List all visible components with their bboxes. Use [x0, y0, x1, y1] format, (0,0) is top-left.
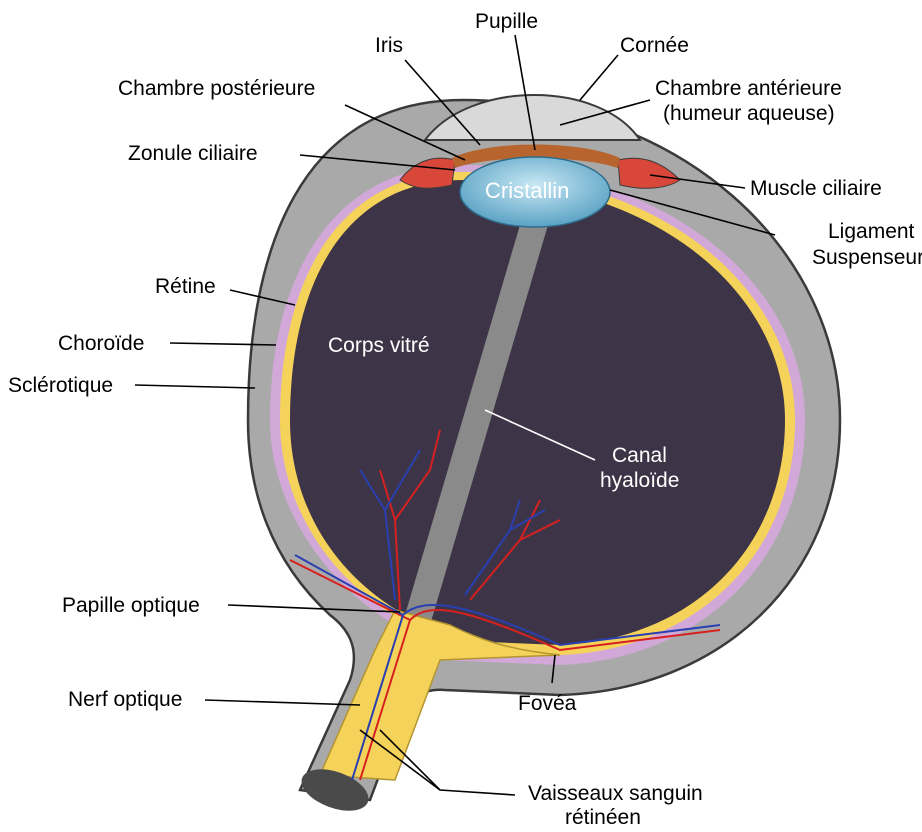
label-retine: Rétine [155, 275, 216, 298]
label-iris: Iris [375, 34, 403, 57]
label-corps-vitre: Corps vitré [328, 334, 430, 357]
label-chambre-anterieure-1: Chambre antérieure [655, 77, 842, 100]
label-ligament-1: Ligament [828, 220, 915, 243]
label-zonule-ciliaire: Zonule ciliaire [128, 142, 258, 165]
label-vaisseaux-1: Vaisseaux sanguin [528, 782, 703, 805]
label-cornee: Cornée [620, 34, 689, 57]
label-chambre-anterieure-2: (humeur aqueuse) [663, 102, 835, 125]
label-fovea: Fovéa [518, 692, 577, 715]
leader-cornee [580, 55, 618, 100]
label-canal-1: Canal [612, 444, 667, 467]
label-pupille: Pupille [475, 10, 538, 33]
label-cristallin: Cristallin [485, 178, 569, 203]
leader-sclerotique [135, 385, 255, 388]
label-canal-2: hyaloïde [600, 469, 679, 492]
label-chambre-posterieure: Chambre postérieure [118, 77, 315, 100]
label-choroide: Choroïde [58, 332, 144, 355]
label-ligament-2: Suspenseur [812, 246, 922, 269]
label-nerf-optique: Nerf optique [68, 688, 182, 711]
label-papille-optique: Papille optique [62, 594, 200, 617]
leader-nerf-optique [205, 700, 360, 705]
label-sclerotique: Sclérotique [8, 374, 113, 397]
label-vaisseaux-2: rétinéen [565, 806, 641, 827]
label-muscle-ciliaire: Muscle ciliaire [750, 177, 882, 200]
